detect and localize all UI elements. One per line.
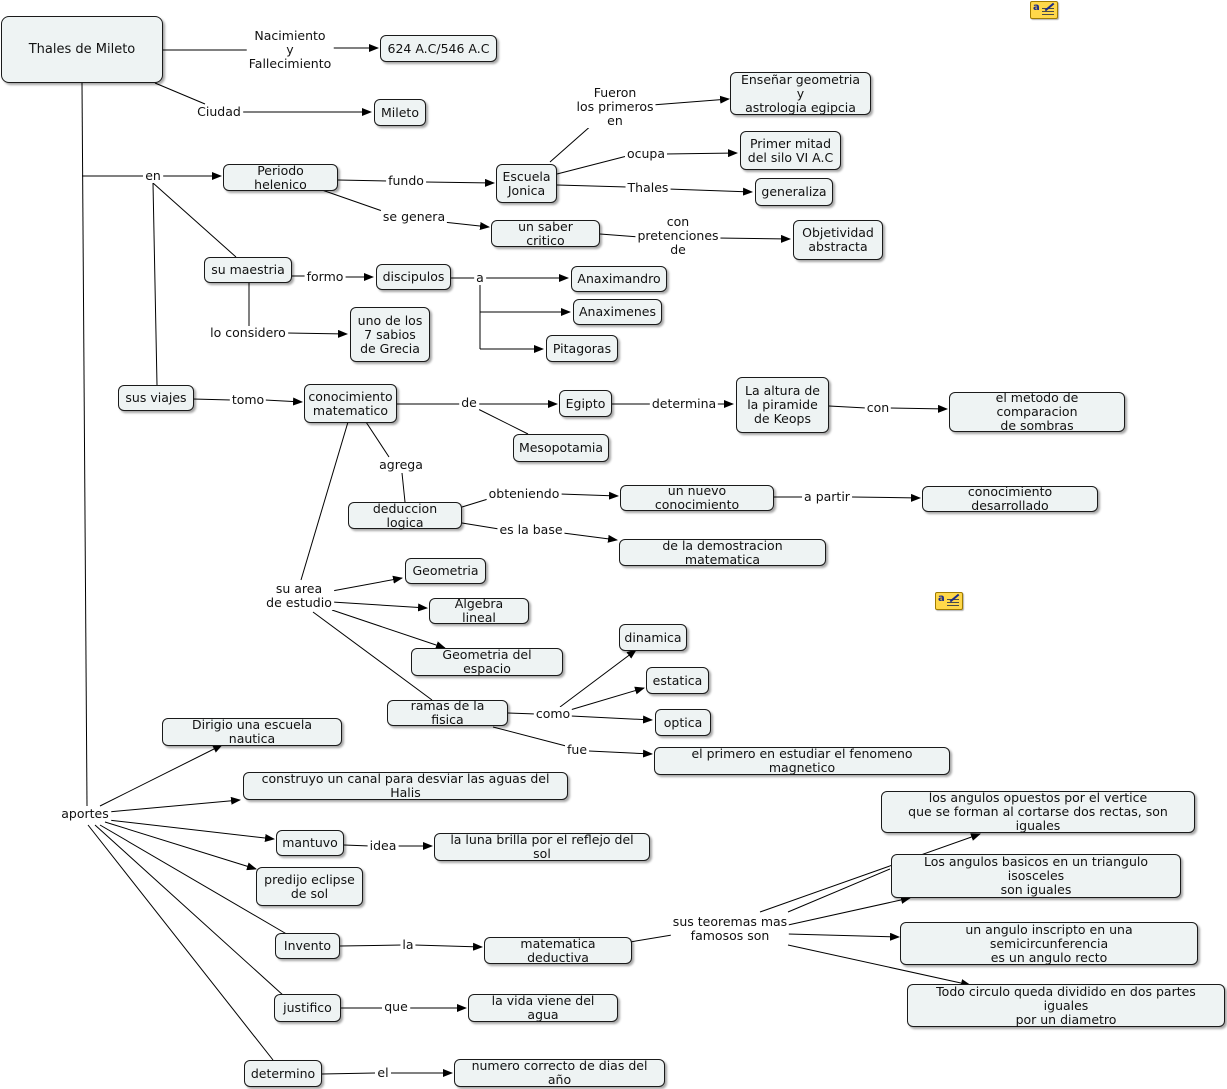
concept-determino[interactable]: determino: [244, 1060, 322, 1087]
concept-fenomeno-magnetico[interactable]: el primero en estudiar el fenomeno magne…: [654, 747, 950, 775]
link-que: que: [382, 999, 410, 1014]
concept-dinamica[interactable]: dinamica: [619, 624, 687, 651]
link-idea: idea: [367, 838, 399, 853]
concept-egipto[interactable]: Egipto: [559, 390, 612, 417]
concept-demostracion-matematica[interactable]: de la demostracion matematica: [619, 538, 826, 566]
link-fueron-los-primeros: Fueron los primeros en: [574, 85, 656, 128]
link-el: el: [375, 1065, 391, 1080]
link-thales: Thales: [625, 180, 671, 195]
link-fundo: fundo: [386, 173, 426, 188]
concept-saber-critico[interactable]: un saber critico: [491, 219, 600, 247]
concept-su-maestria[interactable]: su maestria: [204, 257, 292, 283]
concept-fecha[interactable]: 624 A.C/546 A.C: [380, 35, 497, 62]
concept-anaximenes[interactable]: Anaximenes: [573, 299, 662, 325]
note-icon[interactable]: a: [1030, 1, 1058, 19]
concept-generaliza[interactable]: generaliza: [755, 178, 833, 206]
link-es-la-base: es la base: [497, 522, 565, 537]
concept-conocimiento-desarrollado[interactable]: conocimiento desarrollado: [922, 485, 1098, 513]
link-la: la: [400, 937, 416, 952]
link-agrega: agrega: [377, 457, 425, 472]
concept-mantuvo[interactable]: mantuvo: [276, 830, 344, 856]
concept-angulos-opuestos[interactable]: los angulos opuestos por el vertice que …: [881, 791, 1195, 833]
concept-anaximandro[interactable]: Anaximandro: [571, 266, 667, 292]
concept-escuela-jonica[interactable]: Escuela Jonica: [496, 164, 557, 203]
concept-canal-halis[interactable]: construyo un canal para desviar las agua…: [243, 772, 568, 800]
link-su-area-de-estudio: su area de estudio: [264, 581, 334, 610]
concept-conocimiento-matematico[interactable]: conocimiento matematico: [304, 384, 397, 423]
link-tomo: tomo: [229, 392, 267, 407]
concept-estatica[interactable]: estatica: [646, 667, 709, 694]
link-de: de: [459, 395, 479, 410]
concept-metodo-sombras[interactable]: el metodo de comparacion de sombras: [949, 391, 1125, 433]
link-ocupa: ocupa: [624, 146, 668, 161]
concept-geometria[interactable]: Geometria: [405, 558, 486, 584]
link-fue: fue: [564, 742, 590, 757]
link-en: en: [143, 168, 163, 183]
link-aportes: aportes: [59, 806, 111, 821]
link-obteniendo: obteniendo: [486, 486, 562, 501]
concept-justifico[interactable]: justifico: [274, 994, 341, 1022]
concept-escuela-nautica[interactable]: Dirigio una escuela nautica: [162, 718, 342, 746]
concept-altura-piramide[interactable]: La altura de la piramide de Keops: [736, 377, 829, 433]
concept-ensenar-geometria[interactable]: Enseñar geometria y astrologia egipcia: [730, 72, 871, 115]
concept-objetividad-abstracta[interactable]: Objetividad abstracta: [793, 220, 883, 260]
concept-discipulos[interactable]: discipulos: [376, 264, 451, 290]
concept-pitagoras[interactable]: Pitagoras: [546, 335, 618, 362]
link-con: con: [864, 400, 892, 415]
concept-mileto[interactable]: Mileto: [374, 99, 426, 126]
concept-siete-sabios[interactable]: uno de los 7 sabios de Grecia: [350, 307, 430, 362]
link-formo: formo: [304, 269, 346, 284]
concept-primer-mitad[interactable]: Primer mitad del silo VI A.C: [740, 131, 841, 170]
concept-nuevo-conocimiento[interactable]: un nuevo conocimiento: [620, 484, 774, 512]
concept-mesopotamia[interactable]: Mesopotamia: [513, 434, 609, 462]
concept-deduccion-logica[interactable]: deduccion logica: [348, 501, 462, 529]
link-ciudad: Ciudad: [195, 104, 243, 119]
link-se-genera: se genera: [380, 209, 448, 224]
link-determina: determina: [649, 396, 719, 411]
link-a: a: [474, 270, 486, 285]
concept-optica[interactable]: optica: [655, 709, 711, 736]
note-icon[interactable]: a: [935, 592, 963, 610]
concept-ramas-fisica[interactable]: ramas de la fisica: [387, 699, 508, 727]
concept-thales-de-mileto[interactable]: Thales de Mileto: [1, 16, 163, 83]
link-sus-teoremas: sus teoremas mas famosos son: [670, 914, 790, 943]
concept-periodo-helenico[interactable]: Periodo helenico: [223, 163, 338, 191]
link-con-pretenciones: con pretenciones de: [635, 214, 721, 257]
concept-matematica-deductiva[interactable]: matematica deductiva: [484, 936, 632, 964]
concept-luna-brilla[interactable]: la luna brilla por el reflejo del sol: [434, 833, 650, 861]
concept-algebra-lineal[interactable]: Algebra lineal: [429, 597, 529, 625]
link-nacimiento-fallecimiento: Nacimiento y Fallecimiento: [246, 28, 334, 71]
concept-semicircunferencia[interactable]: un angulo inscripto en una semicircunfer…: [900, 922, 1198, 965]
concept-dias-del-ano[interactable]: numero correcto de dias del año: [454, 1059, 665, 1087]
link-lo-considero: lo considero: [208, 325, 288, 340]
concept-eclipse-sol[interactable]: predijo eclipse de sol: [256, 867, 363, 906]
concept-triangulo-isosceles[interactable]: Los angulos basicos en un triangulo isos…: [891, 854, 1181, 898]
concept-invento[interactable]: Invento: [275, 933, 340, 959]
link-como: como: [533, 706, 573, 721]
concept-circulo-diametro[interactable]: Todo circulo queda dividido en dos parte…: [907, 984, 1225, 1027]
link-a-partir: a partir: [802, 489, 852, 504]
concept-vida-agua[interactable]: la vida viene del agua: [468, 994, 618, 1022]
concept-sus-viajes[interactable]: sus viajes: [118, 385, 194, 411]
concept-geometria-espacio[interactable]: Geometria del espacio: [411, 648, 563, 676]
